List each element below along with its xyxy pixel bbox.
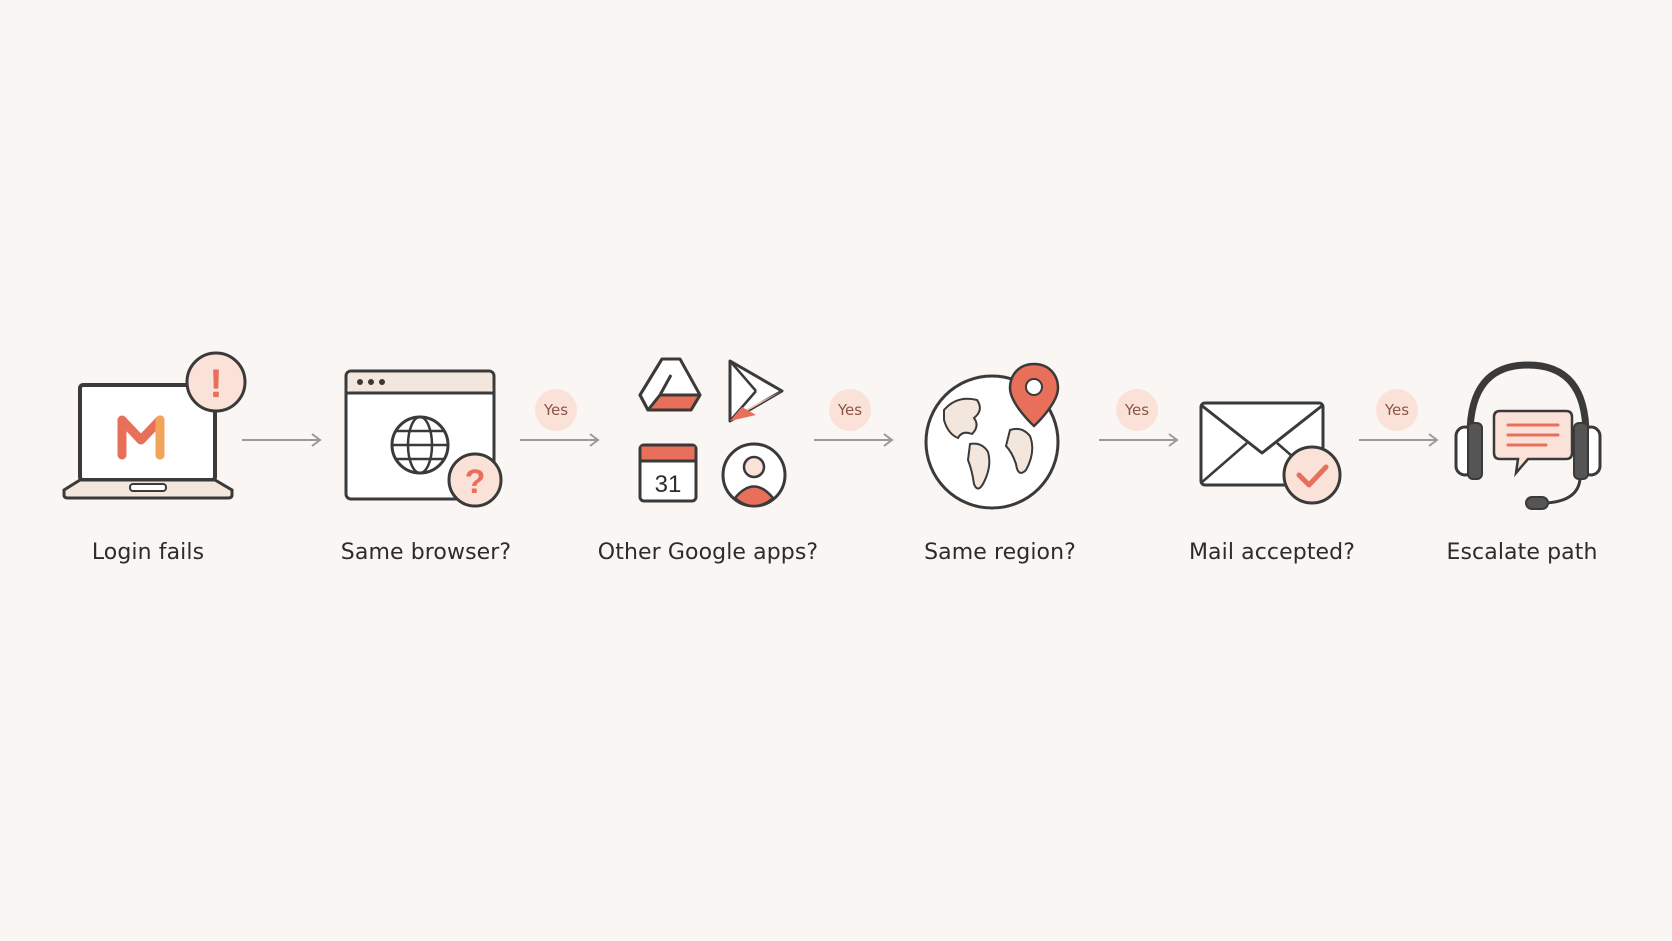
google-apps-icon: 31 [638, 357, 787, 508]
arrow-connector [1099, 433, 1179, 447]
step-label-3: Other Google apps? [597, 540, 819, 565]
envelope-check-icon [1199, 401, 1342, 505]
calendar-day: 31 [655, 471, 682, 498]
globe-location-icon [924, 362, 1060, 510]
arrow-connector [242, 433, 322, 447]
step-label-1: Login fails [91, 540, 205, 565]
yes-badge: Yes [1116, 389, 1158, 431]
yes-badge: Yes [829, 389, 871, 431]
calendar-icon: 31 [638, 443, 698, 503]
browser-question-icon: ? [344, 369, 503, 508]
step-label-5: Mail accepted? [1188, 540, 1356, 565]
arrow-connector [814, 433, 894, 447]
arrow-connector [1359, 433, 1439, 447]
headset-support-icon [1454, 361, 1602, 510]
play-store-icon [728, 359, 784, 423]
arrow-connector [520, 433, 600, 447]
question-mark: ? [465, 463, 486, 501]
drive-icon [638, 357, 702, 412]
step-label-2: Same browser? [340, 540, 512, 565]
yes-badge: Yes [1376, 389, 1418, 431]
yes-badge: Yes [535, 389, 577, 431]
alert-mark: ! [209, 362, 222, 406]
step-label-6: Escalate path [1446, 540, 1598, 565]
step-label-4: Same region? [924, 540, 1076, 565]
laptop-mail-alert-icon: ! [62, 351, 247, 500]
account-icon [721, 442, 787, 508]
